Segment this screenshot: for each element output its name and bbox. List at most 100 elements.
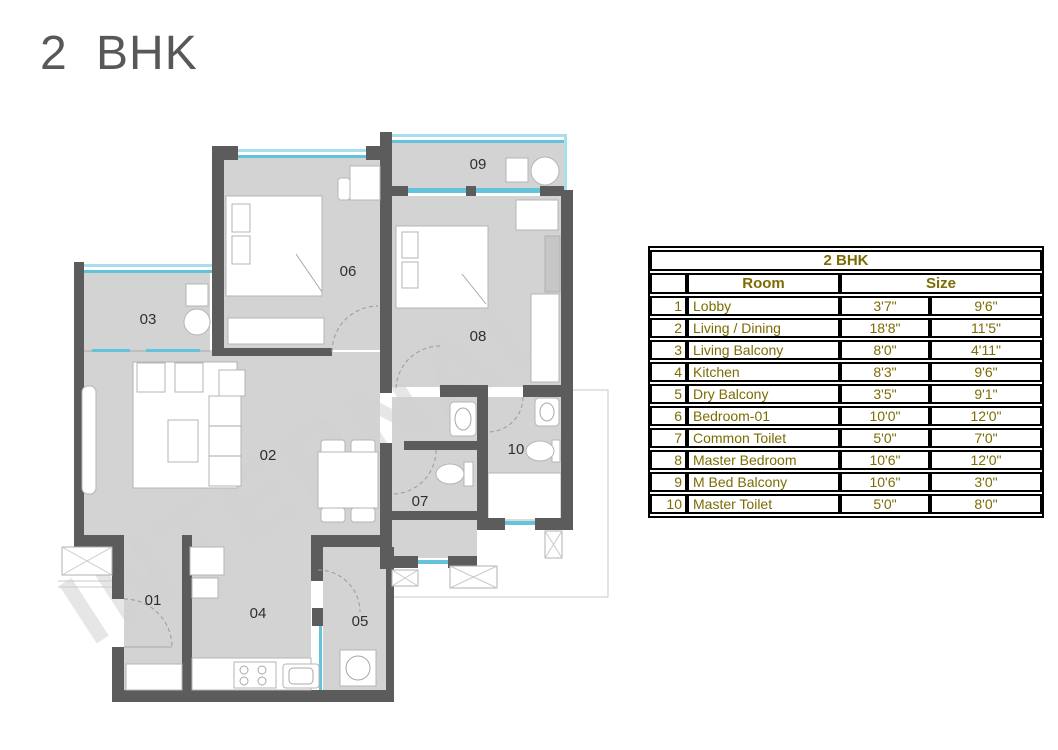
row-size-w: 5'0"	[840, 428, 930, 448]
window-glazing	[476, 188, 540, 193]
wall	[561, 190, 573, 530]
window-glazing	[418, 560, 448, 564]
table-row: 5 Dry Balcony 3'5" 9'1"	[650, 384, 1043, 404]
room-labels: 01 02 03 04 05 06 07 08 09 10	[140, 156, 525, 630]
window-glazing	[92, 349, 130, 352]
side-table-icon	[218, 369, 246, 397]
wall	[448, 556, 477, 568]
wall	[74, 535, 124, 547]
wall	[311, 547, 323, 581]
walls	[74, 132, 573, 702]
room-label-02: 02	[260, 447, 277, 464]
row-size-w: 10'0"	[840, 406, 930, 426]
row-size-h: 8'0"	[930, 494, 1043, 514]
bed-icon	[395, 225, 489, 309]
row-size-w: 8'0"	[840, 340, 930, 360]
desk-icon	[515, 199, 559, 231]
floorplan-drawing: INTERNAL	[42, 120, 665, 725]
room-label-09: 09	[470, 156, 487, 173]
bed-icon	[225, 195, 323, 297]
wall	[477, 518, 505, 530]
table-header-row: Room Size	[650, 273, 1043, 294]
wall	[392, 186, 408, 196]
sofa-icon	[208, 395, 242, 487]
row-room: Living / Dining	[687, 318, 840, 338]
row-size-h: 4'11"	[930, 340, 1043, 360]
room-size-table: 2 BHK Room Size 1 Lobby 3'7" 9'6" 2 Livi…	[648, 246, 1045, 518]
room-label-07: 07	[412, 493, 429, 510]
washing-machine-icon	[505, 157, 529, 183]
room-label-10: 10	[508, 441, 525, 458]
row-num: 4	[650, 362, 687, 382]
door-swing-arc	[331, 305, 379, 353]
cabinet-icon	[544, 235, 561, 293]
wall	[312, 608, 323, 626]
table-row: 9 M Bed Balcony 10'6" 3'0"	[650, 472, 1043, 492]
table-row: 6 Bedroom-01 10'0" 12'0"	[650, 406, 1043, 426]
table-title-row: 2 BHK	[650, 250, 1043, 271]
wall	[466, 186, 476, 196]
header-room: Room	[687, 273, 840, 294]
window-glazing	[84, 264, 212, 267]
master-toilet-shower-area	[487, 472, 562, 521]
row-size-h: 9'6"	[930, 296, 1043, 316]
door-swing-arc	[391, 449, 437, 495]
wall	[404, 441, 477, 450]
row-room: Lobby	[687, 296, 840, 316]
washer-drum-icon	[530, 156, 560, 186]
wall	[380, 511, 477, 520]
shaft-hatch	[61, 546, 113, 576]
row-num: 9	[650, 472, 687, 492]
table-row: 2 Living / Dining 18'8" 11'5"	[650, 318, 1043, 338]
row-num: 10	[650, 494, 687, 514]
wall	[392, 556, 418, 568]
row-room: Living Balcony	[687, 340, 840, 360]
shoe-cabinet-icon	[191, 577, 219, 599]
row-num: 7	[650, 428, 687, 448]
row-room: Common Toilet	[687, 428, 840, 448]
wall	[523, 385, 561, 397]
row-size-h: 7'0"	[930, 428, 1043, 448]
floorplan-svg: INTERNAL	[42, 132, 609, 702]
row-size-h: 9'6"	[930, 362, 1043, 382]
row-room: M Bed Balcony	[687, 472, 840, 492]
armchair-icon	[174, 362, 204, 393]
desk-icon	[349, 165, 381, 201]
row-room: Kitchen	[687, 362, 840, 382]
header-num	[650, 273, 687, 294]
row-room: Master Toilet	[687, 494, 840, 514]
row-size-h: 9'1"	[930, 384, 1043, 404]
wall	[540, 186, 566, 196]
washing-machine-icon	[339, 649, 377, 687]
wall	[112, 547, 124, 599]
wall	[440, 385, 480, 397]
door-swing-arc	[123, 598, 173, 648]
windows	[84, 134, 567, 690]
window-glazing	[392, 140, 564, 143]
table-row: 8 Master Bedroom 10'6" 12'0"	[650, 450, 1043, 470]
wall	[112, 690, 394, 702]
row-size-h: 11'5"	[930, 318, 1043, 338]
row-size-w: 5'0"	[840, 494, 930, 514]
row-size-h: 3'0"	[930, 472, 1043, 492]
header-size: Size	[840, 273, 1043, 294]
row-room: Master Bedroom	[687, 450, 840, 470]
shaft-hatch	[391, 569, 419, 587]
wall	[182, 535, 192, 692]
wall	[112, 647, 124, 692]
washbasin-icon	[449, 401, 477, 437]
window-glazing	[84, 270, 212, 273]
window-glazing	[505, 521, 535, 525]
table-row: 3 Living Balcony 8'0" 4'11"	[650, 340, 1043, 360]
washbasin-icon	[534, 397, 560, 427]
balcony-table-icon	[185, 283, 209, 307]
table-row: 4 Kitchen 8'3" 9'6"	[650, 362, 1043, 382]
sink-icon	[282, 663, 320, 689]
dining-table-icon	[317, 439, 379, 523]
wall	[212, 146, 238, 160]
coffee-table-icon	[167, 419, 199, 463]
row-num: 5	[650, 384, 687, 404]
room-label-03: 03	[140, 311, 157, 328]
room-label-04: 04	[250, 605, 267, 622]
